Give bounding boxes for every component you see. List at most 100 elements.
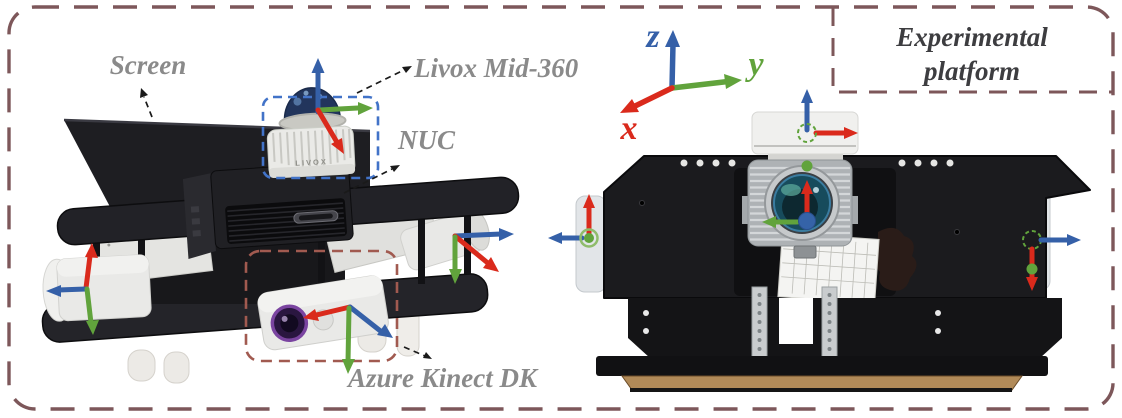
- base-bottom-edge: [630, 388, 1012, 392]
- title-box-border: [831, 8, 1112, 94]
- kinect-left-topband: [56, 254, 149, 277]
- right-photo-front-view: [575, 111, 1091, 392]
- x-arrowhead: [844, 127, 858, 139]
- y-axis-arrow: [669, 78, 731, 91]
- figure-title-line2: platform: [922, 56, 1020, 86]
- screen-pointer-head: [140, 88, 148, 98]
- kinect-left-frame-axes: [46, 243, 99, 335]
- lidar-frame-axes: [311, 58, 373, 154]
- wood-board: [621, 375, 1023, 391]
- y-arrowhead: [762, 216, 776, 228]
- y-arrowhead: [449, 269, 462, 284]
- lidar-base-strip: [269, 163, 356, 178]
- lower-screw: [643, 328, 649, 334]
- x-axis-arrow: [315, 107, 341, 147]
- front-left-slab-axes: [548, 194, 599, 248]
- x-axis-arrow: [452, 233, 492, 267]
- kinect-label: Azure Kinect DK: [346, 363, 539, 393]
- lidar-pointer: [356, 69, 405, 94]
- front-right-slab-axes: [1022, 230, 1081, 291]
- z-arrowhead: [311, 58, 325, 73]
- y-axis-into-page-circle: [797, 123, 817, 143]
- sticker-text-lines: [781, 237, 877, 299]
- y-axis-ring: [579, 228, 599, 248]
- y-axis-arrow: [317, 105, 361, 113]
- label-pointers: [140, 66, 432, 359]
- x-arrowhead: [1026, 277, 1038, 291]
- z-arrowhead: [1067, 234, 1081, 246]
- y-arrowhead: [724, 74, 742, 89]
- nuc-pointer-head: [390, 165, 400, 172]
- x-arrowhead: [331, 138, 344, 154]
- kinect-right-frame-axes: [449, 228, 514, 284]
- kinect-center-frame-axes: [303, 304, 393, 374]
- y-axis-arrow: [345, 305, 352, 365]
- screen-label: Screen: [110, 50, 187, 80]
- figure-border: [7, 5, 1115, 411]
- post: [418, 200, 425, 284]
- kinect-pointer-head: [423, 352, 432, 359]
- plate-screw-dots: [639, 159, 960, 235]
- lower-plate-cutout: [779, 298, 813, 344]
- x-arrowhead: [583, 194, 595, 208]
- x-arrowhead: [620, 99, 639, 113]
- front-top-box-axes: [797, 89, 858, 143]
- heatsink-tab: [742, 196, 750, 224]
- lidar-pointer-head: [402, 66, 412, 73]
- leg: [163, 351, 190, 384]
- x-axis-arrow: [630, 85, 675, 110]
- z-axis-arrow: [669, 41, 676, 91]
- z-arrowhead: [801, 89, 813, 103]
- x-arrowhead: [801, 180, 813, 194]
- z-arrowhead: [46, 285, 61, 297]
- z-axis-out-of-page-dot: [798, 212, 816, 230]
- lower-plate: [628, 298, 1062, 358]
- kinect-highlight-box: [244, 249, 399, 363]
- nuc-port: [192, 230, 201, 237]
- z-axis-arrow: [55, 286, 89, 293]
- lidar-label: Livox Mid-360: [413, 53, 579, 83]
- nuc-port: [190, 206, 200, 213]
- y-arrowhead: [86, 320, 99, 335]
- y-axis-dot: [1026, 263, 1038, 275]
- cable-bundle: [874, 227, 917, 291]
- lens-glint: [813, 187, 819, 193]
- z-axis-arrow: [347, 304, 386, 336]
- kinect-center-topband: [257, 275, 383, 313]
- x-arrowhead: [303, 309, 319, 321]
- lower-assembly: [628, 286, 1062, 359]
- z-axis-arrow: [452, 231, 504, 239]
- y-axis-arrow: [84, 286, 94, 326]
- x-arrowhead: [483, 257, 499, 272]
- dome-highlight: [293, 97, 302, 106]
- x-axis-arrow: [311, 304, 353, 319]
- kinect-pointer: [403, 346, 426, 357]
- base-bar: [596, 356, 1048, 376]
- lower-screw: [935, 310, 941, 316]
- x-axis-label: x: [620, 110, 638, 147]
- y-arrowhead: [358, 102, 373, 115]
- title-box: Experimental platform: [831, 8, 1112, 94]
- screen-pointer: [143, 96, 153, 118]
- leg: [127, 349, 156, 382]
- y-axis-dot: [584, 233, 594, 243]
- rail-screws: [757, 293, 832, 352]
- nuc-mesh-lines: [227, 202, 346, 242]
- y-axis-dot: [801, 160, 813, 172]
- livox-logo-text: LIVOX: [295, 157, 328, 168]
- heatsink-tab: [850, 196, 858, 224]
- nuc-drive-slot-inner: [298, 213, 333, 221]
- fisheye-camera: [742, 159, 858, 259]
- lower-screw: [935, 328, 941, 334]
- z-axis-label: z: [645, 18, 660, 55]
- z-arrowhead: [548, 232, 562, 244]
- kinect-lens-highlight: [281, 315, 288, 322]
- front-fisheye-axes: [762, 160, 816, 230]
- base-assembly: [596, 356, 1048, 392]
- lower-screw: [643, 310, 649, 316]
- y-axis-label: y: [744, 46, 764, 83]
- livox-lidar: LIVOX: [266, 87, 356, 179]
- nuc-label: NUC: [397, 125, 456, 155]
